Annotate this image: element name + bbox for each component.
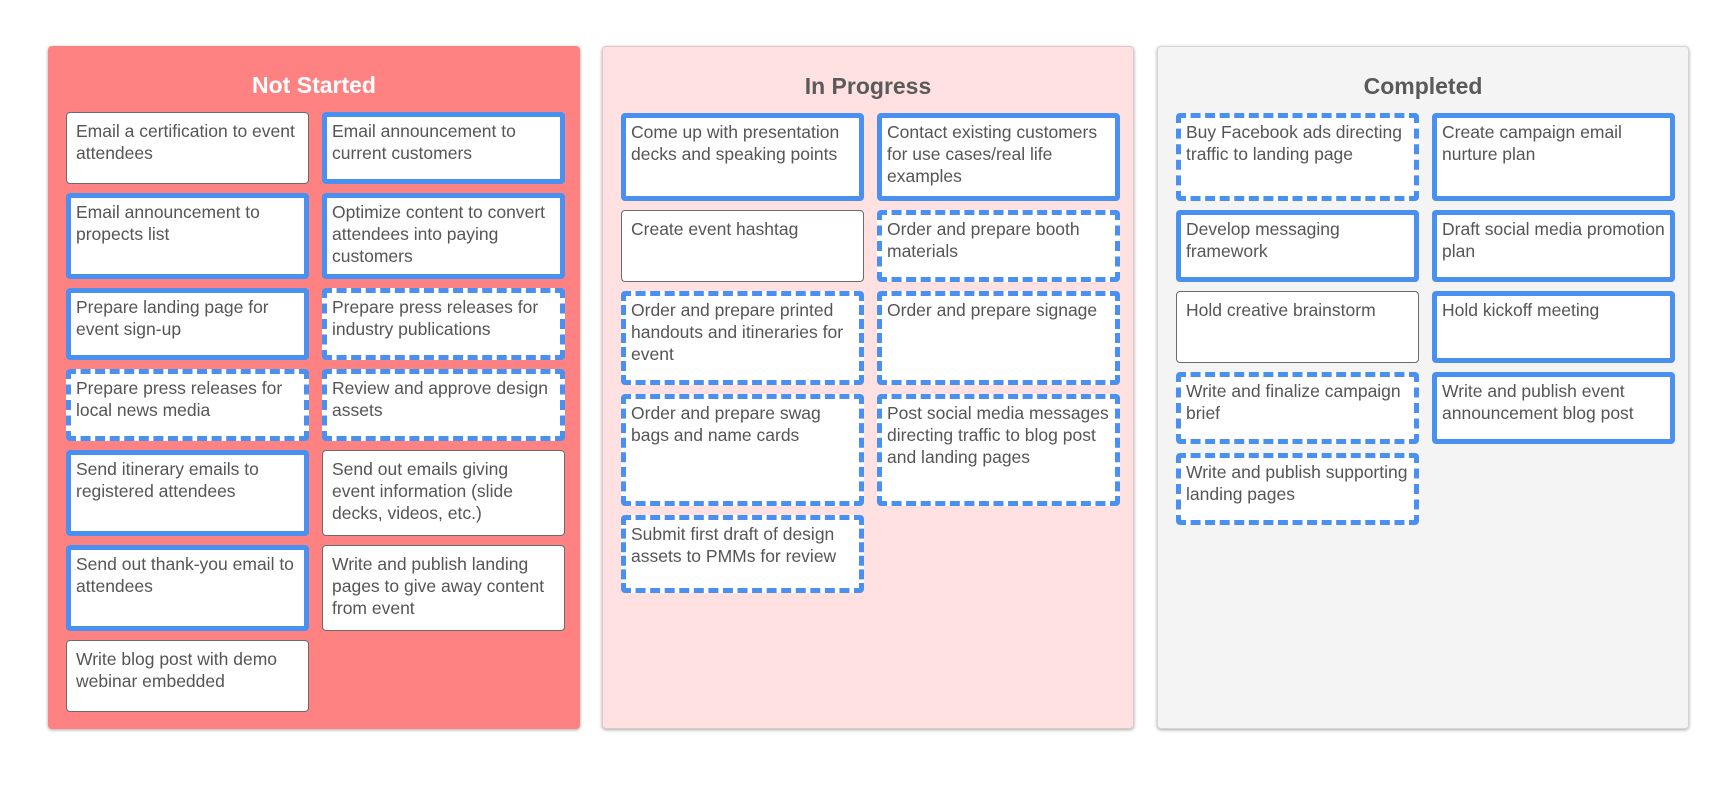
task-card[interactable]: Send out thank-you email to attendees <box>66 545 309 631</box>
column-title: Not Started <box>252 72 376 98</box>
task-card[interactable]: Hold kickoff meeting <box>1432 291 1675 363</box>
task-card[interactable]: Write and publish event announcement blo… <box>1432 372 1675 444</box>
task-card[interactable]: Prepare press releases for industry publ… <box>322 288 565 360</box>
column-completed: Completed Buy Facebook ads directing tra… <box>1157 46 1689 729</box>
task-card[interactable]: Prepare press releases for local news me… <box>66 369 309 441</box>
task-card[interactable]: Email announcement to propects list <box>66 193 309 279</box>
task-card[interactable]: Order and prepare swag bags and name car… <box>621 394 864 506</box>
task-card[interactable]: Write blog post with demo webinar embedd… <box>66 640 309 712</box>
task-card[interactable]: Write and publish supporting landing pag… <box>1176 453 1419 525</box>
task-card[interactable]: Order and prepare signage <box>877 291 1120 385</box>
task-card[interactable]: Contact existing customers for use cases… <box>877 113 1120 201</box>
task-card[interactable]: Send itinerary emails to registered atte… <box>66 450 309 536</box>
task-card[interactable]: Come up with presentation decks and spea… <box>621 113 864 201</box>
task-card[interactable]: Post social media messages directing tra… <box>877 394 1120 506</box>
task-card[interactable]: Submit first draft of design assets to P… <box>621 515 864 593</box>
task-card[interactable]: Email a certification to event attendees <box>66 112 309 184</box>
task-card[interactable]: Order and prepare booth materials <box>877 210 1120 282</box>
task-card[interactable]: Hold creative brainstorm <box>1176 291 1419 363</box>
column-not-started: Not Started Email a certification to eve… <box>48 46 580 729</box>
task-card[interactable]: Send out emails giving event information… <box>322 450 565 536</box>
column-title: In Progress <box>804 73 932 99</box>
task-card[interactable]: Draft social media promotion plan <box>1432 210 1675 282</box>
task-card[interactable]: Email announcement to current customers <box>322 112 565 184</box>
task-card[interactable]: Write and publish landing pages to give … <box>322 545 565 631</box>
task-card[interactable]: Buy Facebook ads directing traffic to la… <box>1176 113 1419 201</box>
task-card[interactable]: Write and finalize campaign brief <box>1176 372 1419 444</box>
column-title: Completed <box>1363 73 1483 99</box>
task-card[interactable]: Develop messaging framework <box>1176 210 1419 282</box>
task-card[interactable]: Review and approve design assets <box>322 369 565 441</box>
task-card[interactable]: Optimize content to convert attendees in… <box>322 193 565 279</box>
column-in-progress: In Progress Come up with presentation de… <box>602 46 1134 729</box>
task-card[interactable]: Create campaign email nurture plan <box>1432 113 1675 201</box>
task-card[interactable]: Create event hashtag <box>621 210 864 282</box>
task-card[interactable]: Order and prepare printed handouts and i… <box>621 291 864 385</box>
task-card[interactable]: Prepare landing page for event sign-up <box>66 288 309 360</box>
